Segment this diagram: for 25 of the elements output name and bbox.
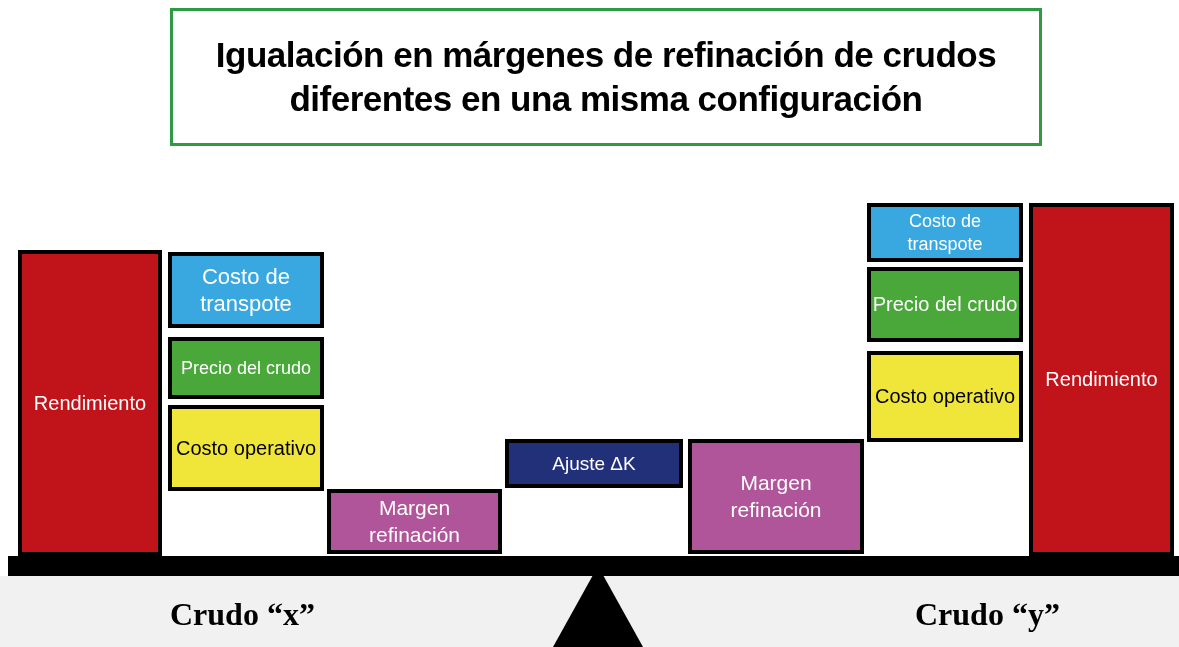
- adjustment-box: [505, 439, 683, 488]
- box-label: Margen refinación: [729, 470, 823, 523]
- cost-box: [168, 252, 324, 328]
- box-label: Precio del crudo: [872, 292, 1018, 317]
- cost-box: [867, 203, 1023, 262]
- yield-bar: [1029, 203, 1174, 556]
- title: Igualación en márgenes de refinación de crudos diferentes en una misma configuración: [170, 8, 1042, 146]
- crude-label: Crudo “x”: [170, 596, 315, 633]
- box-label: Costo de transpote: [199, 262, 293, 318]
- cost-box: [168, 337, 324, 399]
- box-label: Costo de transpote: [906, 210, 984, 255]
- box-label: Costo operativo: [175, 435, 317, 461]
- cost-box: [168, 405, 324, 491]
- box-label: Rendimiento: [1045, 367, 1158, 392]
- margin-box: [688, 439, 864, 554]
- box-label: Costo operativo: [874, 384, 1016, 409]
- margin-box: [327, 489, 502, 554]
- box-label: Precio del crudo: [180, 356, 312, 380]
- box-label: Ajuste ΔK: [552, 451, 636, 476]
- yield-bar: [18, 250, 162, 556]
- crude-label: Crudo “y”: [915, 596, 1060, 633]
- cost-box: [867, 267, 1023, 342]
- box-label: Margen refinación: [367, 495, 462, 548]
- cost-box: [867, 351, 1023, 442]
- box-label: Rendimiento: [33, 390, 147, 416]
